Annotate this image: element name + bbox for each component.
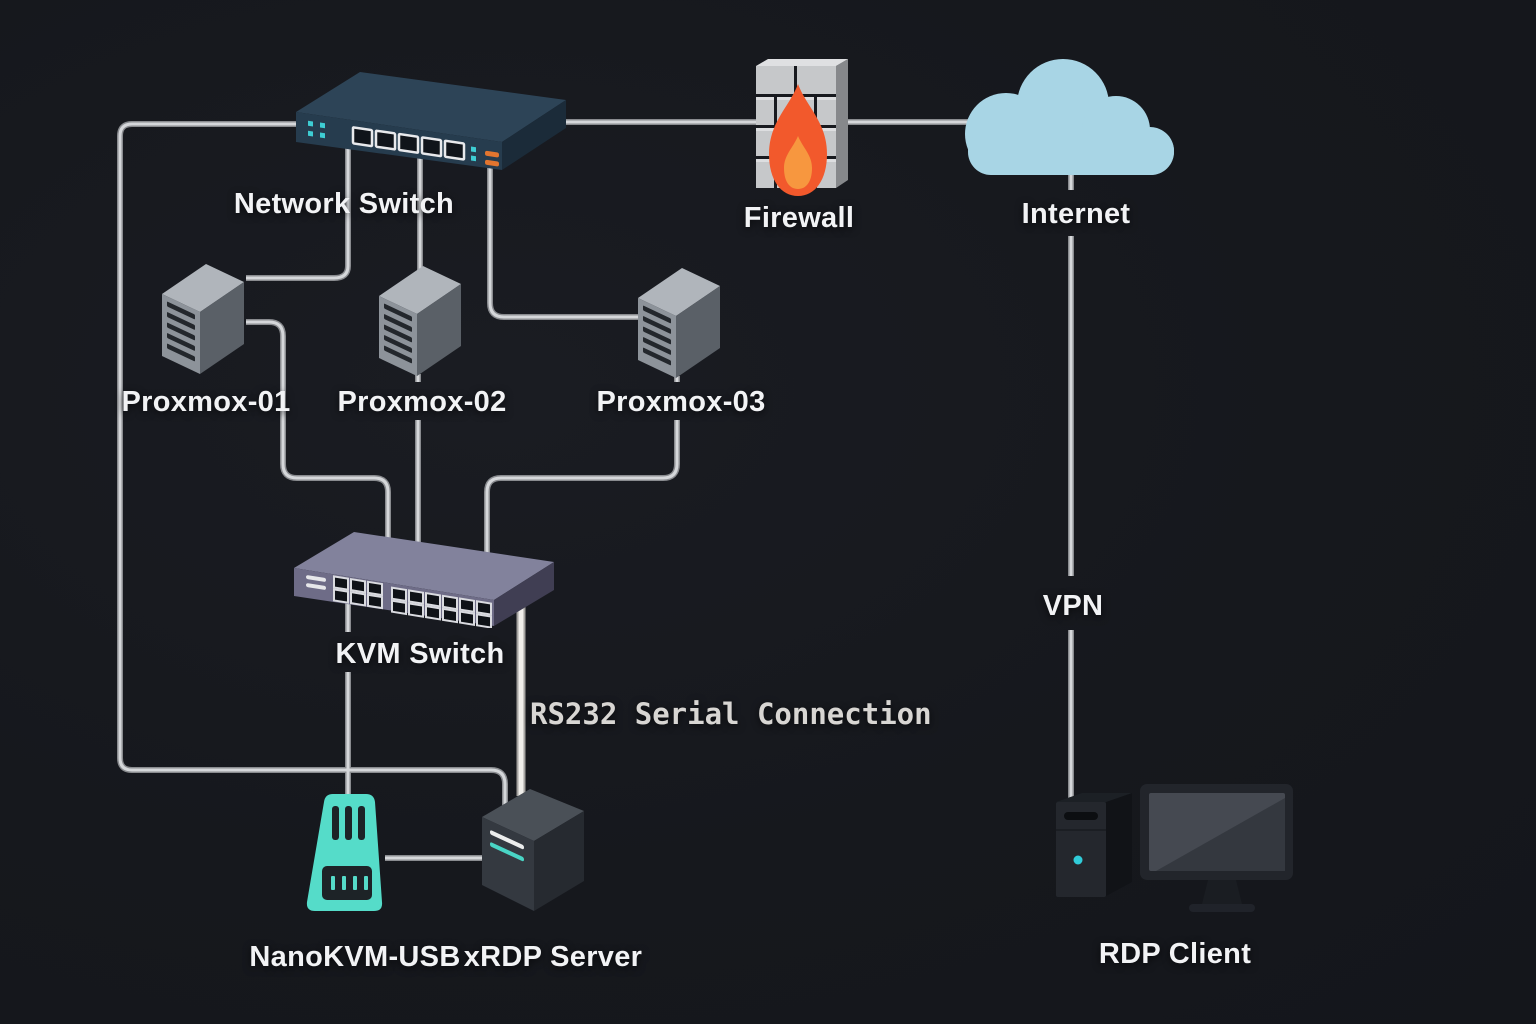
kvm-switch-label: KVM Switch	[335, 638, 505, 670]
usb-dongle-icon	[306, 794, 383, 911]
firewall-icon	[756, 59, 848, 196]
node-firewall	[748, 56, 852, 204]
edge-proxmox01-kvm	[244, 320, 390, 558]
proxmox-03-label: Proxmox-03	[596, 386, 766, 418]
node-kvm-switch	[288, 526, 558, 628]
desktop-computer-icon	[1056, 784, 1293, 912]
node-proxmox-03	[634, 264, 724, 382]
server-box-icon	[482, 789, 584, 911]
node-network-switch	[288, 66, 570, 178]
proxmox-01-label: Proxmox-01	[121, 386, 291, 418]
node-xrdp-server	[476, 783, 588, 917]
kvm-switch-icon	[294, 532, 554, 628]
cloud-icon	[965, 59, 1174, 175]
xrdp-server-label: xRDP Server	[463, 941, 643, 973]
node-proxmox-02	[375, 262, 465, 380]
monitor	[1140, 784, 1293, 912]
rs232-connection-label: RS232 Serial Connection	[530, 697, 932, 731]
edge-switch-proxmox03	[488, 162, 642, 319]
node-nanokvm-usb	[306, 790, 390, 915]
server-tower-icon	[379, 266, 461, 376]
rdp-client-label: RDP Client	[1098, 938, 1252, 970]
network-switch-label: Network Switch	[233, 188, 455, 220]
internet-label: Internet	[1021, 198, 1131, 230]
firewall-label: Firewall	[743, 202, 855, 234]
wire-shadows	[120, 122, 1071, 858]
pc-tower	[1056, 793, 1132, 897]
edge-switch-xrdp	[118, 122, 507, 810]
server-tower-icon	[638, 268, 720, 378]
power-led	[1073, 855, 1083, 865]
node-rdp-client	[1048, 780, 1303, 915]
vpn-label: VPN	[1042, 590, 1104, 622]
proxmox-02-label: Proxmox-02	[337, 386, 507, 418]
wire-highlights	[118, 120, 1073, 860]
server-tower-icon	[162, 264, 244, 374]
node-proxmox-01	[158, 260, 248, 378]
node-internet	[958, 52, 1178, 182]
nanokvm-usb-label: NanoKVM-USB	[249, 941, 461, 973]
network-switch-icon	[296, 72, 566, 170]
